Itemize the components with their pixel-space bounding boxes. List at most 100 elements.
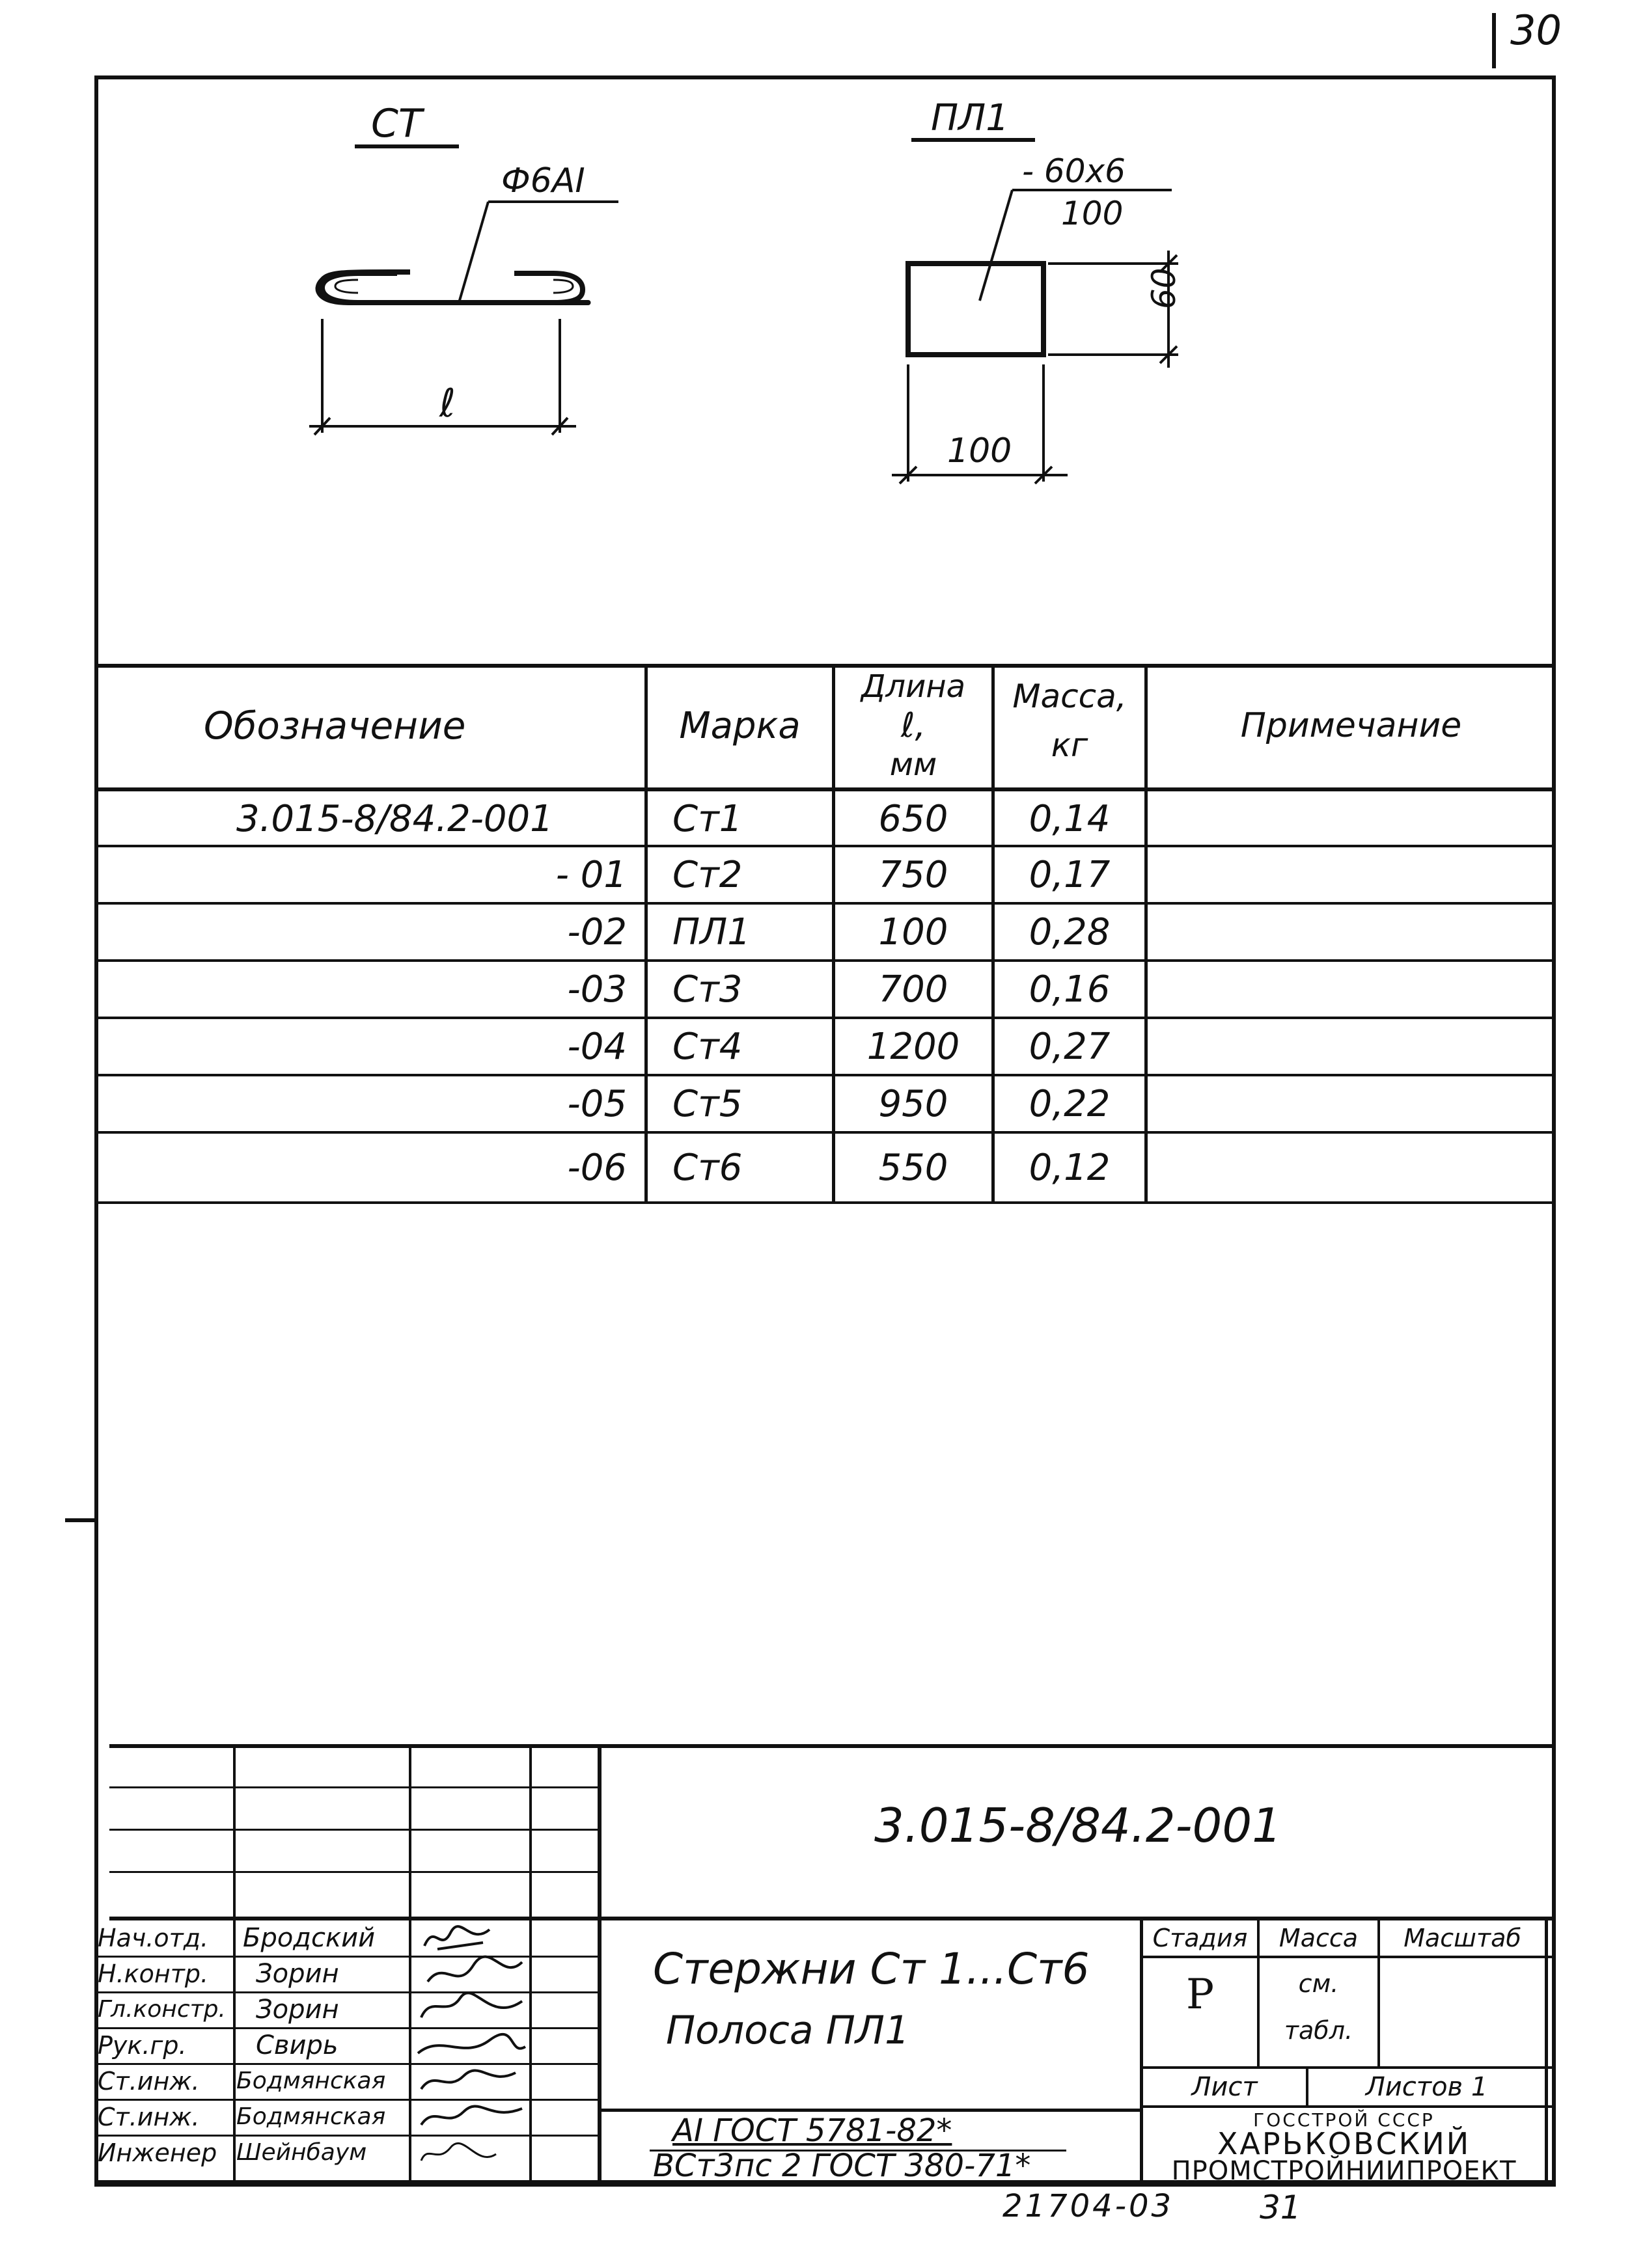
page-number: 31 [1260, 2189, 1301, 2226]
row-rule [96, 1017, 1555, 1019]
header-length-l2: ℓ, [900, 706, 926, 745]
row-rule [96, 1074, 1555, 1076]
sheet-label: Лист [1191, 2072, 1258, 2102]
stamp-col-rule [529, 1744, 532, 2183]
drawing-area: СТ Ф6АI ℓ ПЛ1 - 60х6 100 60 [309, 97, 1183, 485]
staff-name: Зорин [256, 1994, 339, 2025]
materials-line2: ВСт3пс 2 ГОСТ 380-71* [653, 2148, 1031, 2184]
plate-dim-v-tick-t [1159, 254, 1178, 273]
stage-col-left [1140, 1920, 1143, 2183]
table-row: - 01 Ст2 750 0,17 [96, 847, 1555, 902]
signatures [417, 1925, 527, 2161]
stage-col-rule [1257, 1920, 1260, 2066]
staff-role: Рук.гр. [98, 2030, 187, 2060]
staff-row-rule [96, 1956, 598, 1958]
row-rule [96, 1201, 1555, 1204]
staff-list: Нач.отд. Бродский Н.контр. Зорин Гл.конс… [96, 1920, 1555, 2183]
row-length: 550 [878, 1146, 948, 1189]
top-corner-mark: 30 [1484, 0, 1645, 72]
plate-section-length: 100 [1061, 195, 1123, 232]
header-mass: Масса, кг [995, 664, 1144, 787]
plate-width-dim: 100 [947, 431, 1012, 471]
plate-height-dim: 60 [1145, 267, 1183, 309]
plate-dim-v-tick-b [1159, 345, 1178, 364]
staff-name: Бодмянская [236, 2068, 386, 2094]
staff-name: Зорин [256, 1958, 339, 1989]
corner-tick [1492, 13, 1496, 68]
signature [426, 1955, 523, 1983]
staff-name: Свирь [256, 2030, 339, 2060]
col-rule [991, 664, 995, 1204]
staff-row-rule [96, 2099, 598, 2101]
row-designation: -06 [567, 1146, 627, 1189]
rod-body [355, 271, 586, 305]
plate-leader [978, 189, 1014, 301]
row-designation: - 01 [555, 853, 627, 896]
signature [423, 1925, 491, 1950]
table-row: -06 Ст6 550 0,12 [96, 1134, 1555, 1201]
materials-line1: АI ГОСТ 5781-82* [672, 2112, 952, 2149]
left-binding-mark [65, 1518, 96, 1522]
org-line3: ПРОМСТРОЙНИИПРОЕКТ [1171, 2156, 1517, 2186]
stamp-right-edge [1545, 1920, 1548, 2183]
title-line1: Стержни Ст 1...Ст6 [653, 1943, 1090, 1994]
stamp-row-rule [109, 1786, 598, 1788]
title-block: Нач.отд. Бродский Н.контр. Зорин Гл.конс… [96, 1744, 1555, 2187]
stage-col-rule [1377, 1920, 1380, 2066]
row-rule [96, 1131, 1555, 1134]
document-code: 3.015-8/84.2-001 [874, 1798, 1282, 1853]
rod-length-label: ℓ [439, 381, 456, 426]
row-mark: Ст2 [672, 853, 743, 896]
row-mass: 0,17 [1029, 853, 1111, 896]
mass-value-l2: табл. [1284, 2016, 1353, 2045]
row-length: 650 [878, 797, 948, 840]
signature [417, 2033, 527, 2055]
stage-header-rule [1140, 1956, 1555, 1958]
stage-bottom-rule [1140, 2066, 1555, 2069]
header-mass-l1: Масса, [1012, 677, 1127, 715]
row-designation: 3.015-8/84.2-001 [236, 797, 553, 840]
stamp-row-rule [109, 1829, 598, 1831]
header-designation: Обозначение [204, 704, 466, 748]
row-rule [96, 902, 1555, 905]
staff-row-rule [96, 1991, 598, 1993]
sheets-bottom-rule [1140, 2105, 1555, 2108]
staff-role: Инженер [98, 2138, 217, 2167]
staff-row-rule [96, 2063, 598, 2065]
signature [420, 2142, 497, 2161]
mass-header: Масса [1279, 1923, 1359, 1952]
row-designation: -03 [567, 968, 627, 1011]
staff-row-rule [96, 2180, 1555, 2183]
staff-role: Ст.инж. [98, 2066, 200, 2096]
header-length-l3: мм [889, 746, 937, 783]
rod-left-hook-inner [334, 279, 359, 294]
stamp-row-rule [109, 1871, 598, 1873]
row-mass: 0,22 [1029, 1082, 1111, 1125]
signature [420, 2069, 516, 2090]
row-mass: 0,28 [1029, 910, 1111, 953]
rod-drawing: СТ Ф6АI ℓ [309, 101, 618, 436]
row-length: 950 [878, 1082, 948, 1125]
row-mark: Ст4 [672, 1025, 743, 1068]
stage-value: Р [1185, 1971, 1215, 2019]
staff-name: Шейнбаум [236, 2139, 367, 2166]
plate-section-label: - 60х6 [1022, 152, 1126, 190]
plate-dim-h-tick-l [898, 465, 918, 485]
title-block-top-rule [109, 1744, 1555, 1748]
header-mark: Марка [679, 704, 801, 747]
spec-table: Обозначение Марка Длина ℓ, мм Масса, кг … [96, 664, 1555, 1210]
sheets-label: Листов 1 [1365, 2072, 1488, 2102]
table-row: 3.015-8/84.2-001 Ст1 650 0,14 [96, 791, 1555, 846]
stamp-col-rule [233, 1744, 236, 2183]
row-designation: -05 [567, 1082, 627, 1125]
plate-drawing: ПЛ1 - 60х6 100 60 100 [892, 97, 1183, 485]
staff-role: Ст.инж. [98, 2102, 200, 2131]
row-mark: ПЛ1 [672, 910, 751, 953]
org-line2: ХАРЬКОВСКИЙ [1217, 2126, 1471, 2161]
stamp-main-divider [598, 1744, 601, 2183]
staff-role: Нач.отд. [98, 1923, 209, 1952]
staff-row-rule [96, 2027, 598, 2029]
header-note: Примечание [1240, 706, 1462, 745]
stage-header: Стадия [1152, 1923, 1248, 1952]
plate-dim-h-tick-r [1034, 465, 1053, 485]
